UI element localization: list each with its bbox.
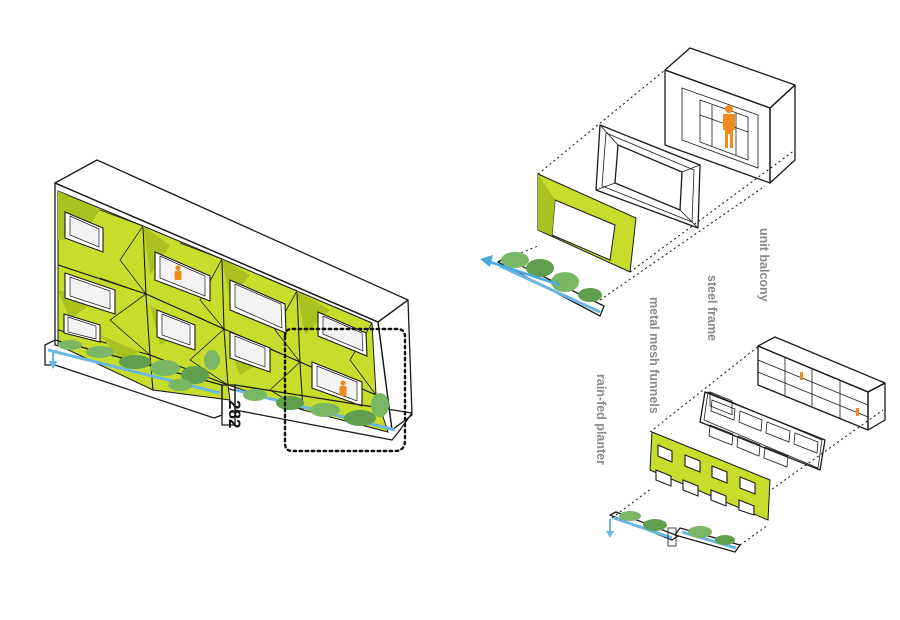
building-facade: 282 bbox=[44, 159, 413, 453]
address-number: 282 bbox=[225, 400, 244, 428]
down-arrow-icon bbox=[606, 519, 614, 538]
left-arrow-icon bbox=[480, 255, 561, 287]
facade-planter bbox=[609, 511, 741, 553]
ivy-plants bbox=[58, 340, 389, 426]
label-metal-mesh-funnels: metal mesh funnels bbox=[647, 297, 661, 414]
unit-planter bbox=[497, 252, 605, 317]
down-arrow-icon bbox=[48, 352, 58, 369]
detail-callout bbox=[283, 327, 407, 453]
label-unit-balcony: unit balcony bbox=[757, 228, 771, 302]
exploded-unit-diagram: unit balcony steel frame metal mesh funn… bbox=[480, 47, 796, 465]
mesh-funnel-panel bbox=[537, 173, 637, 273]
label-steel-frame: steel frame bbox=[705, 275, 719, 341]
steel-frame bbox=[595, 124, 701, 229]
facade-windows bbox=[63, 211, 368, 407]
frame-grid bbox=[699, 391, 826, 471]
exploded-facade-diagram bbox=[606, 336, 886, 553]
person-icon bbox=[174, 265, 347, 396]
svg-text:282: 282 bbox=[225, 400, 244, 428]
mesh-panel-row bbox=[649, 431, 771, 521]
label-rain-fed-planter: rain-fed planter bbox=[594, 374, 608, 465]
balcony-block bbox=[757, 336, 886, 431]
person-icon bbox=[723, 105, 735, 148]
